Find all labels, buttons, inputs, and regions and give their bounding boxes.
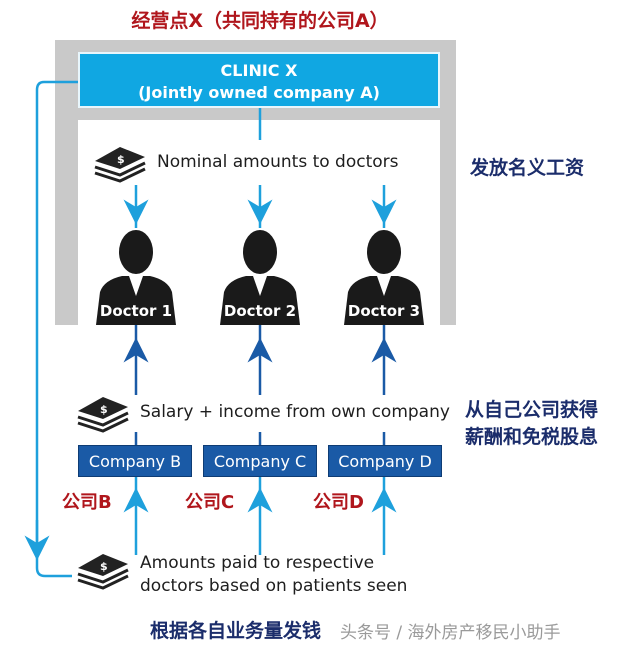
loop-line	[35, 80, 78, 578]
amounts-paid-line-2: doctors based on patients seen	[140, 576, 408, 596]
svg-text:$: $	[100, 560, 108, 573]
amounts-paid-line-1: Amounts paid to respective	[140, 553, 375, 573]
amounts-cn-label: 根据各自业务量发钱	[150, 620, 322, 642]
salary-cn-label: 从自己公司获得 薪酬和免税股息	[465, 397, 598, 451]
money-stack-icon: $	[94, 147, 146, 183]
doctor-1-label: Doctor 1	[99, 302, 173, 320]
clinic-name: CLINIC X	[220, 61, 298, 80]
svg-text:$: $	[117, 153, 125, 166]
nominal-amounts-label: Nominal amounts to doctors	[157, 152, 399, 172]
svg-text:$: $	[100, 403, 108, 416]
doctor-2-silhouette	[220, 230, 300, 325]
watermark: 头条号 / 海外房产移民小助手	[340, 623, 561, 643]
doctor-1-silhouette	[96, 230, 176, 325]
money-stack-icon: $	[77, 397, 129, 433]
doctor-2-label: Doctor 2	[223, 302, 297, 320]
amounts-paid-label: Amounts paid to respective doctors based…	[140, 552, 407, 598]
nominal-amounts-cn-label: 发放名义工资	[470, 157, 585, 179]
doctor-3-label: Doctor 3	[347, 302, 421, 320]
doctor-3-silhouette	[344, 230, 424, 325]
company-b-cn-label: 公司B	[62, 492, 112, 513]
company-c-cn-label: 公司C	[185, 492, 235, 513]
company-c-box: Company C	[203, 445, 317, 477]
clinic-box: CLINIC X (Jointly owned company A)	[78, 52, 440, 108]
diagram-title: 经营点X（共同持有的公司A）	[131, 10, 389, 32]
salary-cn-line-1: 从自己公司获得	[465, 399, 599, 421]
salary-income-label: Salary + income from own company	[140, 402, 450, 422]
money-stack-icon: $	[77, 554, 129, 590]
company-b-box: Company B	[78, 445, 192, 477]
company-d-cn-label: 公司D	[313, 492, 364, 513]
company-d-box: Company D	[328, 445, 442, 477]
clinic-subtitle: (Jointly owned company A)	[138, 83, 380, 102]
salary-cn-line-2: 薪酬和免税股息	[465, 426, 599, 448]
